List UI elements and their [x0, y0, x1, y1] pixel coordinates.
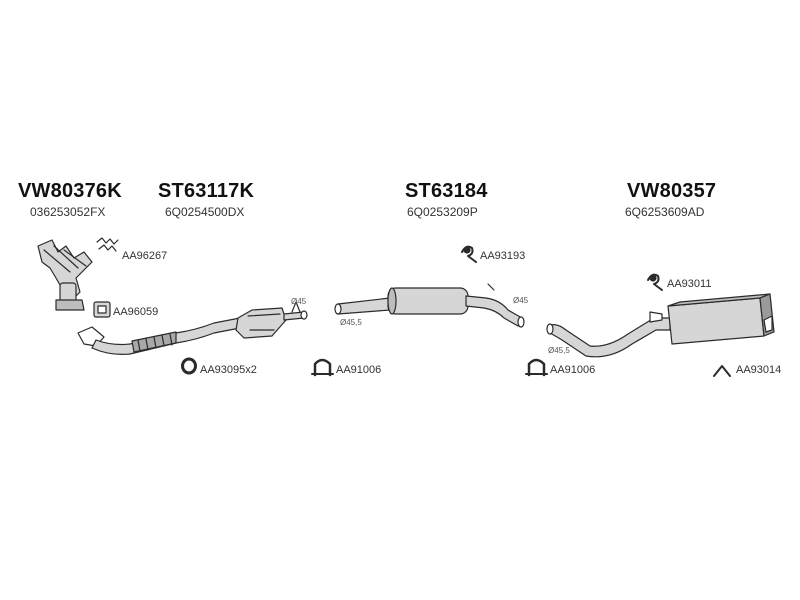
accessory-label-flange-gasket: AA96059	[113, 306, 159, 318]
accessory-label-u-clamp-1: AA91006	[336, 364, 382, 376]
part-number-rear-silencer: VW80357	[627, 180, 717, 202]
rubber-hanger-drawing-2	[647, 273, 663, 291]
diameter-label-middle-inlet: Ø45,5	[340, 318, 362, 327]
accessory-label-hanger-2: AA93011	[667, 278, 712, 290]
diameter-label-middle-outlet: Ø45	[513, 296, 529, 305]
oe-number-middle-silencer: 6Q0253209P	[407, 205, 478, 219]
part-number-front-pipe: ST63117K	[158, 180, 255, 202]
u-clamp-drawing-1	[311, 358, 334, 377]
gasket-set-drawing	[96, 237, 119, 252]
u-clamp-drawing-2	[525, 358, 548, 377]
oe-number-rear-silencer: 6Q6253609AD	[625, 205, 705, 219]
rubber-hanger-drawing-1	[461, 245, 477, 263]
exhaust-manifold-drawing	[37, 239, 93, 311]
accessory-label-clamp-ring: AA93095x2	[200, 364, 257, 376]
part-number-middle-silencer: ST63184	[405, 180, 488, 202]
accessory-label-u-clamp-2: AA91006	[550, 364, 596, 376]
front-pipe-drawing	[77, 301, 308, 355]
flange-gasket-drawing	[93, 301, 111, 318]
oe-number-front-pipe: 6Q0254500DX	[165, 205, 245, 219]
diameter-label-rear-inlet: Ø45,5	[548, 346, 570, 355]
part-number-manifold: VW80376K	[18, 180, 122, 202]
oe-number-manifold: 036253052FX	[30, 205, 106, 219]
middle-silencer-drawing	[334, 283, 525, 328]
accessory-label-bracket: AA93014	[736, 364, 782, 376]
accessory-label-hanger-1: AA93193	[480, 250, 526, 262]
rear-silencer-drawing	[546, 293, 775, 358]
diameter-label-front-outlet: Ø45	[291, 297, 307, 306]
clamp-ring-drawing	[181, 357, 197, 375]
accessory-label-gasket-set: AA96267	[122, 250, 168, 262]
mounting-bracket-drawing	[713, 365, 731, 377]
